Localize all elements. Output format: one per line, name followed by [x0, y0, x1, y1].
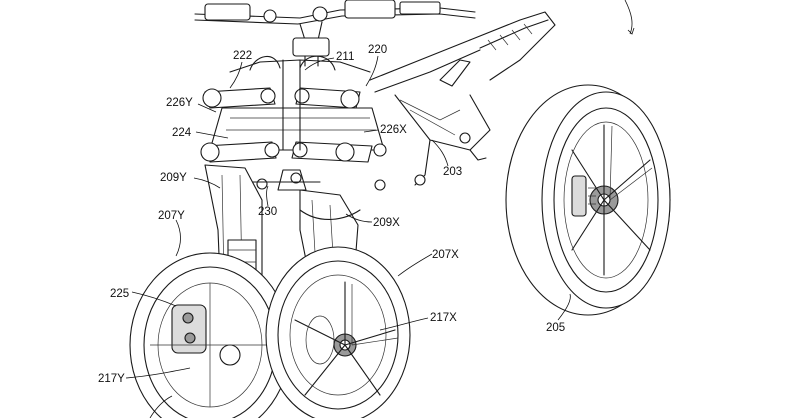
label-220: 220	[368, 44, 387, 56]
right-front-wheel	[265, 246, 411, 418]
label-209X: 209X	[373, 217, 400, 229]
label-217Y: 217Y	[98, 373, 125, 385]
rear-wheel	[505, 84, 671, 316]
label-207X: 207X	[432, 249, 459, 261]
left-front-wheel	[129, 252, 291, 418]
label-211: 211	[336, 51, 354, 63]
reference-labels: 222 211 220 226Y 224 226X 203 209Y 230 2…	[98, 44, 565, 385]
label-226X: 226X	[380, 124, 407, 136]
label-230: 230	[258, 206, 277, 218]
label-222: 222	[233, 50, 252, 62]
label-209Y: 209Y	[160, 172, 187, 184]
label-226Y: 226Y	[166, 97, 193, 109]
rear-frame	[369, 11, 556, 186]
label-224: 224	[172, 127, 192, 139]
label-217X: 217X	[430, 312, 457, 324]
upper-linkage	[200, 55, 387, 191]
leader-lines	[125, 0, 635, 418]
label-203: 203	[443, 166, 462, 178]
handlebar-assembly	[194, 0, 476, 67]
label-207Y: 207Y	[158, 210, 185, 222]
label-205: 205	[546, 322, 565, 334]
label-225: 225	[110, 288, 129, 300]
